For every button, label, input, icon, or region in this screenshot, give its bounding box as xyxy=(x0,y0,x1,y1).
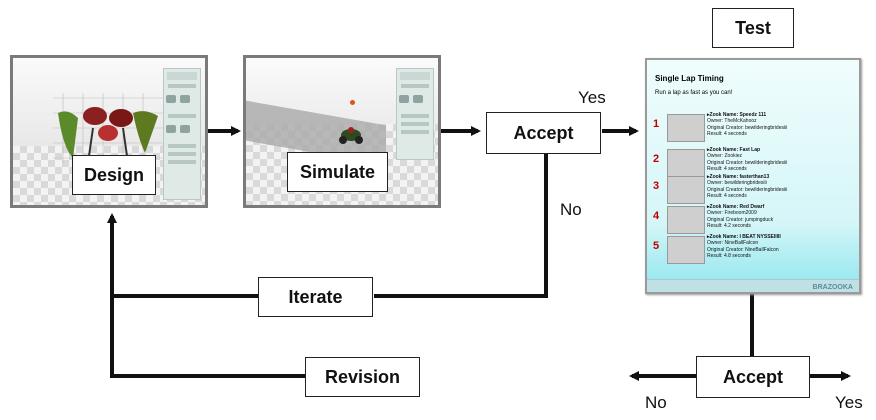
leaderboard-entry: 1 ▸Zook Name: Speedz 111 Owner: TheMcKah… xyxy=(653,112,853,146)
entry-result: Result: 4 seconds xyxy=(707,130,747,137)
entry-rank: 2 xyxy=(653,153,660,165)
brand-logo: BRAZOOKA xyxy=(812,284,853,291)
test-screenshot: Single Lap Timing Run a lap as fast as y… xyxy=(645,58,861,294)
entry-owner: Owner: NineBallFalcon xyxy=(707,240,759,247)
test-label: Test xyxy=(735,17,771,38)
design-label: Design xyxy=(83,164,144,185)
revision-label: Revision xyxy=(324,366,401,387)
entry-creator: Original Creator: bewilderingbridesiii xyxy=(707,186,788,193)
simulate-marker xyxy=(350,100,355,105)
entry-rank: 5 xyxy=(653,240,660,252)
test-screen-title: Single Lap Timing xyxy=(655,74,724,83)
simulate-node: Simulate xyxy=(287,152,388,192)
edge-label-top-no: No xyxy=(560,200,582,219)
entry-rank: 1 xyxy=(653,118,660,130)
edge-label-top-yes: Yes xyxy=(578,88,606,107)
entry-result: Result: 4 seconds xyxy=(707,192,747,199)
entry-thumbnail xyxy=(667,149,705,177)
entry-name: ▸Zook Name: I BEAT NYSSEIIIII xyxy=(707,234,781,240)
entry-creator: Original Creator: NineBallFalcon xyxy=(707,246,779,253)
entry-owner: Owner: bewilderingbridesiii xyxy=(707,180,767,187)
entry-thumbnail xyxy=(667,176,705,204)
edge-label-bottom-yes: Yes xyxy=(835,393,863,412)
test-node: Test xyxy=(712,8,794,48)
leaderboard-entry: 2 ▸Zook Name: Fast Lap Owner: Zookiez Or… xyxy=(653,147,853,181)
simulate-robot-image xyxy=(339,127,363,144)
entry-name: ▸Zook Name: Fast Lap xyxy=(707,147,761,153)
accept-bottom-node: Accept xyxy=(696,356,810,398)
accept-bottom-label: Accept xyxy=(722,366,784,387)
entry-owner: Owner: Fireboom2009 xyxy=(707,210,757,217)
entry-name: ▸Zook Name: fasterthan13 xyxy=(707,174,770,180)
entry-thumbnail xyxy=(667,236,705,264)
accept-top-node: Accept xyxy=(486,112,601,154)
leaderboard-entry: 5 ▸Zook Name: I BEAT NYSSEIIIII Owner: N… xyxy=(653,234,853,268)
entry-thumbnail xyxy=(667,206,705,234)
entry-creator: Original Creator: bewilderingbridesiii xyxy=(707,159,788,166)
entry-name: ▸Zook Name: Red Dwarf xyxy=(707,204,765,210)
entry-result: Result: 4.2 seconds xyxy=(707,222,751,229)
entry-result: Result: 4.8 seconds xyxy=(707,252,751,259)
simulate-tool-panel xyxy=(396,68,434,160)
entry-creator: Original Creator: jumpingduck xyxy=(707,216,774,223)
entry-owner: Owner: Zookiez xyxy=(707,153,743,160)
leaderboard-entry: 4 ▸Zook Name: Red Dwarf Owner: Fireboom2… xyxy=(653,204,853,238)
entry-owner: Owner: TheMcKahooz xyxy=(707,118,757,125)
leaderboard-entry: 3 ▸Zook Name: fasterthan13 Owner: bewild… xyxy=(653,174,853,208)
entry-rank: 3 xyxy=(653,180,660,192)
simulate-label: Simulate xyxy=(299,161,376,182)
design-node: Design xyxy=(72,155,156,195)
entry-result: Result: 4 seconds xyxy=(707,165,747,172)
accept-top-label: Accept xyxy=(513,122,574,143)
edge-label-bottom-no: No xyxy=(645,393,667,412)
iterate-node: Iterate xyxy=(258,277,373,317)
entry-creator: Original Creator: bewilderingbridesiii xyxy=(707,124,788,131)
entry-thumbnail xyxy=(667,114,705,142)
entry-rank: 4 xyxy=(653,210,660,222)
design-model-image xyxy=(53,93,163,164)
connector-revision-to-design xyxy=(107,213,306,378)
test-screen-subtitle: Run a lap as fast as you can! xyxy=(655,90,733,96)
iterate-label: Iterate xyxy=(288,286,343,307)
entry-name: ▸Zook Name: Speedz 111 xyxy=(707,112,767,118)
design-tool-panel xyxy=(163,68,201,200)
connector-accept-no xyxy=(374,152,548,298)
test-screen-footer: BRAZOOKA xyxy=(647,279,859,292)
revision-node: Revision xyxy=(305,357,420,397)
